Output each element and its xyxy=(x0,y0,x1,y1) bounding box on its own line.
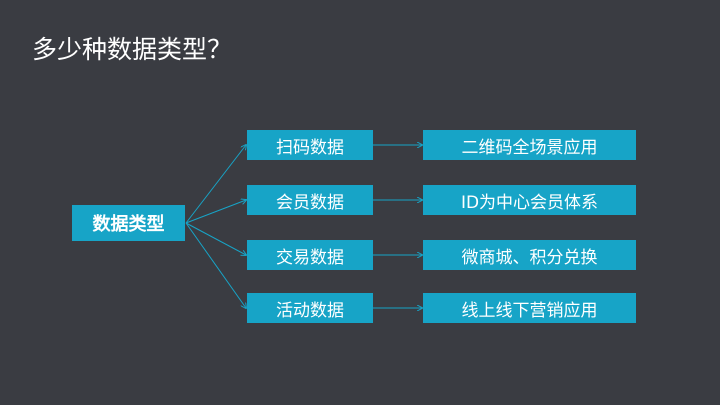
slide-title: 多少种数据类型？ xyxy=(32,35,233,64)
application-node: ID为中心会员体系 xyxy=(423,185,636,215)
connector-root-2 xyxy=(185,222,246,255)
category-node: 扫码数据 xyxy=(247,130,373,160)
connector-root-0 xyxy=(185,145,246,224)
connector-root-1 xyxy=(185,200,246,224)
category-node: 活动数据 xyxy=(247,293,373,323)
connector-root-3 xyxy=(185,222,246,308)
application-node: 二维码全场景应用 xyxy=(423,130,636,160)
category-node: 交易数据 xyxy=(247,240,373,270)
application-node: 微商城、积分兑换 xyxy=(423,240,636,270)
root-node: 数据类型 xyxy=(72,205,185,241)
category-node: 会员数据 xyxy=(247,185,373,215)
application-node: 线上线下营销应用 xyxy=(423,293,636,323)
